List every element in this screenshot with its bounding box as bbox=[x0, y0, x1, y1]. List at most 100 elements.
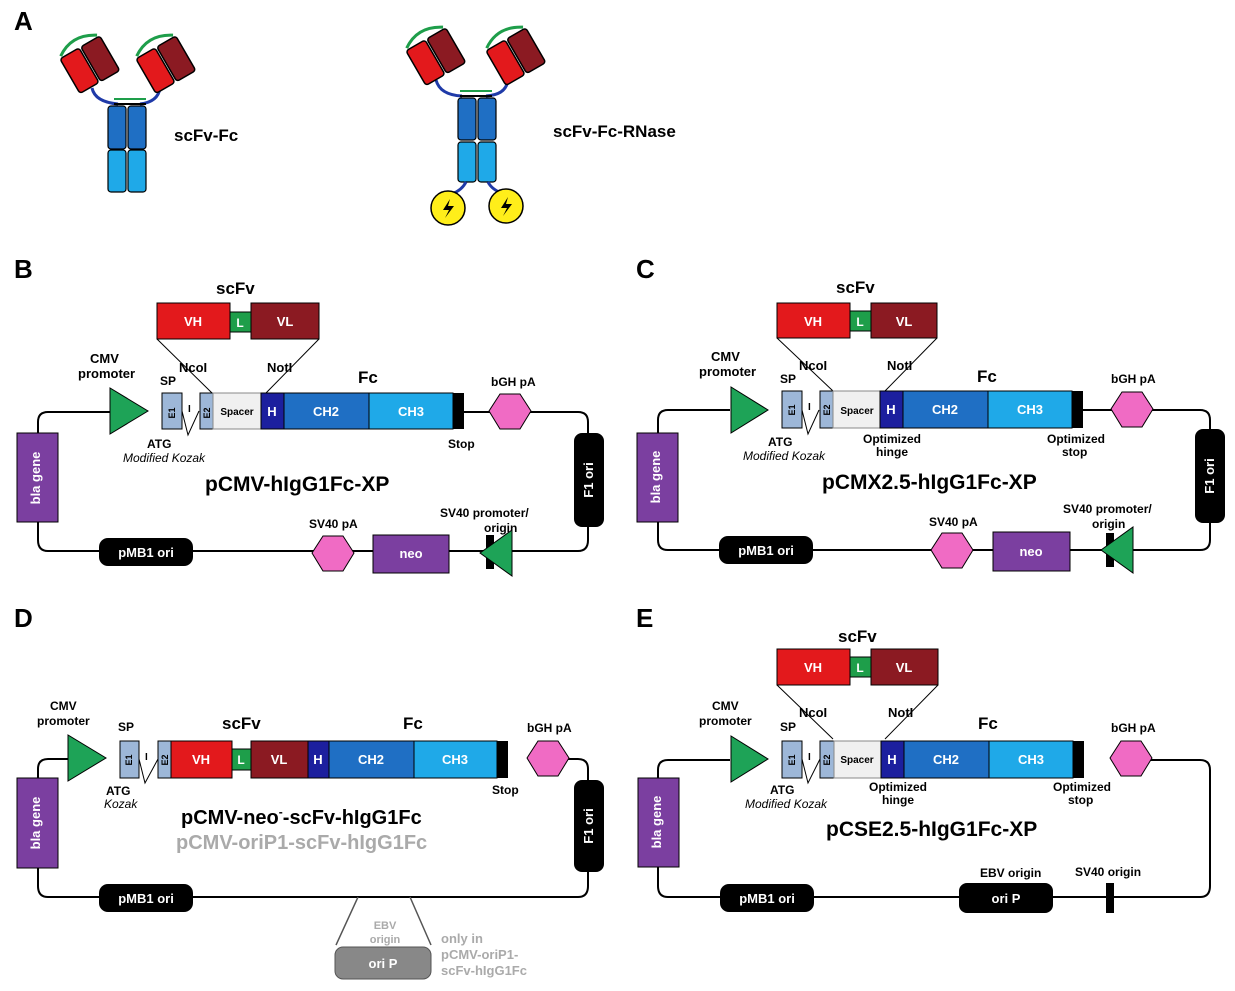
svg-text:origin: origin bbox=[484, 521, 517, 535]
svg-text:VL: VL bbox=[271, 752, 288, 767]
svg-text:SV40 origin: SV40 origin bbox=[1075, 865, 1141, 879]
svg-text:E2: E2 bbox=[822, 754, 832, 765]
svg-text:bGH pA: bGH pA bbox=[1111, 721, 1156, 735]
svg-text:I: I bbox=[145, 752, 148, 763]
svg-text:scFv: scFv bbox=[836, 278, 875, 297]
svg-text:CMV: CMV bbox=[90, 351, 119, 366]
svg-text:bla gene: bla gene bbox=[28, 452, 43, 505]
svg-text:E1: E1 bbox=[124, 754, 134, 765]
svg-text:F1 ori: F1 ori bbox=[1202, 458, 1217, 493]
spacer-block bbox=[833, 740, 882, 779]
ch3-domain bbox=[988, 740, 1074, 779]
svg-text:Optimized: Optimized bbox=[863, 432, 921, 446]
vl-domain bbox=[870, 302, 938, 339]
svg-text:hinge: hinge bbox=[876, 445, 908, 459]
svg-text:L: L bbox=[236, 316, 243, 330]
svg-text:Fc: Fc bbox=[358, 368, 378, 387]
svg-text:origin: origin bbox=[370, 934, 401, 946]
plasmid-title-b: pCMV-hIgG1Fc-XP bbox=[205, 473, 389, 496]
spacer-block bbox=[212, 392, 262, 430]
pmb1-ori bbox=[720, 884, 814, 912]
svg-text:CH3: CH3 bbox=[1018, 752, 1044, 767]
panel-b: B scFv VH L VL NcoI NotI CMV promoter SP… bbox=[14, 254, 604, 577]
svg-text:ATG: ATG bbox=[770, 783, 794, 797]
svg-text:NcoI: NcoI bbox=[799, 705, 827, 720]
vl-domain bbox=[250, 302, 320, 340]
svg-text:pMB1 ori: pMB1 ori bbox=[738, 543, 794, 558]
svg-text:F1 ori: F1 ori bbox=[581, 808, 596, 843]
svg-text:promoter: promoter bbox=[78, 366, 135, 381]
svg-text:scFv: scFv bbox=[838, 627, 877, 646]
panel-label-c: C bbox=[636, 254, 655, 284]
svg-text:SP: SP bbox=[118, 720, 134, 734]
stop-block bbox=[497, 741, 508, 778]
vh-domain bbox=[776, 302, 851, 339]
ch3-domain bbox=[987, 390, 1073, 429]
cmv-promoter-icon bbox=[730, 386, 769, 434]
svg-text:SP: SP bbox=[780, 720, 796, 734]
svg-text:Fc: Fc bbox=[403, 714, 423, 733]
ch2-domain bbox=[283, 392, 370, 430]
panel-c: C scFv VH L VL NcoI NotI CMV promoter SP… bbox=[636, 254, 1225, 574]
bla-gene bbox=[16, 432, 59, 523]
svg-text:EBV: EBV bbox=[374, 920, 397, 932]
svg-text:H: H bbox=[886, 402, 895, 417]
sv40-promoter-icon bbox=[479, 529, 513, 577]
svg-text:hinge: hinge bbox=[882, 793, 914, 807]
plasmid-title-d: pCMV-neo--scFv-hIgG1Fc bbox=[181, 805, 422, 829]
svg-text:ori P: ori P bbox=[369, 956, 398, 971]
scfv-label: scFv bbox=[216, 279, 255, 298]
svg-text:L: L bbox=[856, 315, 863, 329]
svg-text:bla gene: bla gene bbox=[649, 796, 664, 849]
plasmid-title-d-alt: pCMV-oriP1-scFv-hIgG1Fc bbox=[176, 832, 427, 854]
svg-text:VH: VH bbox=[192, 752, 210, 767]
svg-text:Modified Kozak: Modified Kozak bbox=[745, 797, 828, 811]
svg-text:VL: VL bbox=[277, 314, 294, 329]
antibody-scfv-fc-rnase bbox=[405, 25, 546, 226]
svg-text:SV40 promoter/: SV40 promoter/ bbox=[440, 506, 529, 520]
plasmid-title-e: pCSE2.5-hIgG1Fc-XP bbox=[826, 818, 1037, 841]
svg-text:NotI: NotI bbox=[267, 360, 292, 375]
svg-text:Spacer: Spacer bbox=[220, 407, 253, 418]
ch2-domain bbox=[328, 740, 415, 779]
svg-text:Optimized: Optimized bbox=[869, 780, 927, 794]
svg-text:neo: neo bbox=[399, 546, 422, 561]
svg-text:SV40 pA: SV40 pA bbox=[309, 517, 358, 531]
svg-text:Stop: Stop bbox=[448, 437, 475, 451]
svg-text:stop: stop bbox=[1068, 793, 1093, 807]
svg-text:bGH pA: bGH pA bbox=[1111, 372, 1156, 386]
svg-text:CH2: CH2 bbox=[313, 404, 339, 419]
stop-block bbox=[453, 393, 464, 429]
panel-label-e: E bbox=[636, 603, 653, 633]
svg-text:E1: E1 bbox=[787, 754, 797, 765]
svg-text:E1: E1 bbox=[787, 404, 797, 415]
svg-text:Optimized: Optimized bbox=[1053, 780, 1111, 794]
svg-text:promoter: promoter bbox=[699, 364, 756, 379]
vl-domain bbox=[250, 740, 309, 779]
svg-text:CH3: CH3 bbox=[442, 752, 468, 767]
svg-text:VL: VL bbox=[896, 314, 913, 329]
svg-text:SP: SP bbox=[780, 372, 796, 386]
vh-domain bbox=[170, 740, 233, 779]
vh-domain bbox=[776, 648, 851, 686]
svg-text:L: L bbox=[856, 661, 863, 675]
svg-text:CH2: CH2 bbox=[932, 402, 958, 417]
cmv-promoter-icon bbox=[67, 734, 107, 782]
svg-text:neo: neo bbox=[1019, 544, 1042, 559]
svg-text:origin: origin bbox=[1092, 517, 1125, 531]
svg-text:Spacer: Spacer bbox=[840, 406, 873, 417]
svg-text:SV40 promoter/: SV40 promoter/ bbox=[1063, 502, 1152, 516]
svg-text:ori P: ori P bbox=[992, 891, 1021, 906]
vl-domain bbox=[870, 648, 939, 686]
svg-text:Modified Kozak: Modified Kozak bbox=[743, 449, 826, 463]
orip-optional bbox=[334, 946, 432, 980]
exon-1 bbox=[781, 390, 803, 429]
cmv-promoter-icon bbox=[730, 735, 769, 783]
neo-gene bbox=[992, 531, 1071, 572]
svg-text:NotI: NotI bbox=[887, 358, 912, 373]
cmv-promoter-icon bbox=[109, 387, 149, 435]
svg-text:H: H bbox=[267, 404, 276, 419]
svg-text:ATG: ATG bbox=[106, 784, 130, 798]
stop-block bbox=[1073, 741, 1084, 778]
svg-text:Kozak: Kozak bbox=[104, 797, 138, 811]
